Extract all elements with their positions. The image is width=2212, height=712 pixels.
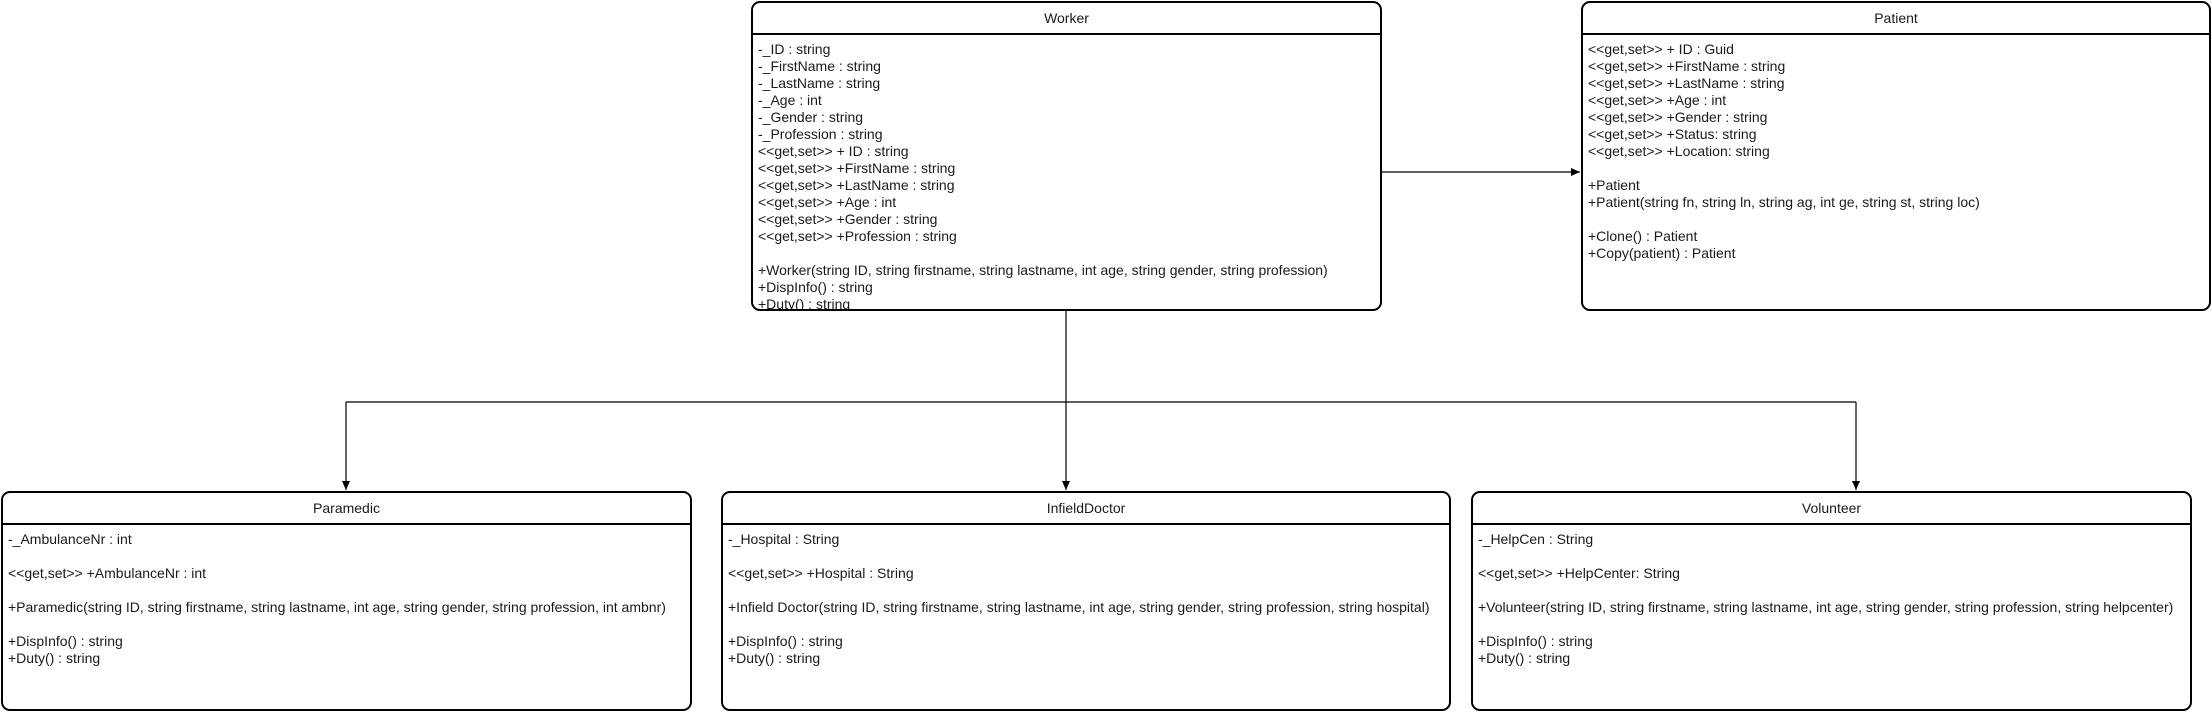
- property: <<get,set>> +Age : int: [1588, 92, 1727, 108]
- spacer: [8, 582, 685, 599]
- class-volunteer[interactable]: Volunteer -_HelpCen : String <<get,set>>…: [1471, 491, 2192, 711]
- field: -_HelpCen : String: [1478, 531, 1594, 547]
- field: -_FirstName : string: [758, 58, 881, 74]
- class-name: Paramedic: [3, 493, 690, 525]
- class-members: -_ID : string -_FirstName : string -_Las…: [753, 35, 1380, 311]
- spacer: [728, 616, 1444, 633]
- method: +Duty() : string: [8, 650, 101, 666]
- constructor: +Patient(string fn, string ln, string ag…: [1588, 194, 1980, 210]
- method: +Clone() : Patient: [1588, 228, 1698, 244]
- field: -_Gender : string: [758, 109, 864, 125]
- spacer: [1478, 548, 2185, 565]
- spacer: [1478, 582, 2185, 599]
- field: -_Age : int: [758, 92, 822, 108]
- field: -_Profession : string: [758, 126, 883, 142]
- property: <<get,set>> +FirstName : string: [1588, 58, 1786, 74]
- spacer: [1588, 211, 2204, 228]
- method: +DispInfo() : string: [758, 279, 873, 295]
- method: +Duty() : string: [758, 296, 851, 311]
- constructor: +Infield Doctor(string ID, string firstn…: [728, 599, 1430, 615]
- spacer: [8, 548, 685, 565]
- class-members: -_Hospital : String <<get,set>> +Hospita…: [723, 525, 1449, 667]
- constructor: +Patient: [1588, 177, 1640, 193]
- method: +Copy(patient) : Patient: [1588, 245, 1736, 261]
- property: <<get,set>> +Profession : string: [758, 228, 957, 244]
- property: <<get,set>> +LastName : string: [758, 177, 955, 193]
- method: +Worker(string ID, string firstname, str…: [758, 262, 1328, 278]
- class-patient[interactable]: Patient <<get,set>> + ID : Guid <<get,se…: [1581, 1, 2211, 311]
- method: +Duty() : string: [728, 650, 821, 666]
- constructor: +Paramedic(string ID, string firstname, …: [8, 599, 666, 615]
- class-name: InfieldDoctor: [723, 493, 1449, 525]
- class-members: -_AmbulanceNr : int <<get,set>> +Ambulan…: [3, 525, 690, 667]
- property: <<get,set>> +AmbulanceNr : int: [8, 565, 207, 581]
- spacer: [728, 582, 1444, 599]
- property: <<get,set>> +Hospital : String: [728, 565, 914, 581]
- class-members: <<get,set>> + ID : Guid <<get,set>> +Fir…: [1583, 35, 2209, 262]
- method: +Duty() : string: [1478, 650, 1571, 666]
- property: <<get,set>> +Age : int: [758, 194, 897, 210]
- class-name: Worker: [753, 3, 1380, 35]
- class-name: Patient: [1583, 3, 2209, 35]
- property: <<get,set>> +HelpCenter: String: [1478, 565, 1680, 581]
- method: +DispInfo() : string: [8, 633, 123, 649]
- spacer: [728, 548, 1444, 565]
- class-paramedic[interactable]: Paramedic -_AmbulanceNr : int <<get,set>…: [1, 491, 692, 711]
- property: <<get,set>> +FirstName : string: [758, 160, 956, 176]
- class-infielddoctor[interactable]: InfieldDoctor -_Hospital : String <<get,…: [721, 491, 1451, 711]
- method: +DispInfo() : string: [728, 633, 843, 649]
- property: <<get,set>> + ID : Guid: [1588, 41, 1734, 57]
- class-members: -_HelpCen : String <<get,set>> +HelpCent…: [1473, 525, 2190, 667]
- field: -_AmbulanceNr : int: [8, 531, 132, 547]
- property: <<get,set>> +Gender : string: [758, 211, 938, 227]
- property: <<get,set>> +Gender : string: [1588, 109, 1768, 125]
- class-name: Volunteer: [1473, 493, 2190, 525]
- field: -_Hospital : String: [728, 531, 840, 547]
- property: <<get,set>> + ID : string: [758, 143, 909, 159]
- spacer: [758, 245, 1375, 262]
- property: <<get,set>> +Status: string: [1588, 126, 1757, 142]
- spacer: [8, 616, 685, 633]
- property: <<get,set>> +Location: string: [1588, 143, 1770, 159]
- spacer: [1588, 160, 2204, 177]
- constructor: +Volunteer(string ID, string firstname, …: [1478, 599, 2174, 615]
- property: <<get,set>> +LastName : string: [1588, 75, 1785, 91]
- field: -_ID : string: [758, 41, 831, 57]
- class-worker[interactable]: Worker -_ID : string -_FirstName : strin…: [751, 1, 1382, 311]
- spacer: [1478, 616, 2185, 633]
- method: +DispInfo() : string: [1478, 633, 1593, 649]
- field: -_LastName : string: [758, 75, 881, 91]
